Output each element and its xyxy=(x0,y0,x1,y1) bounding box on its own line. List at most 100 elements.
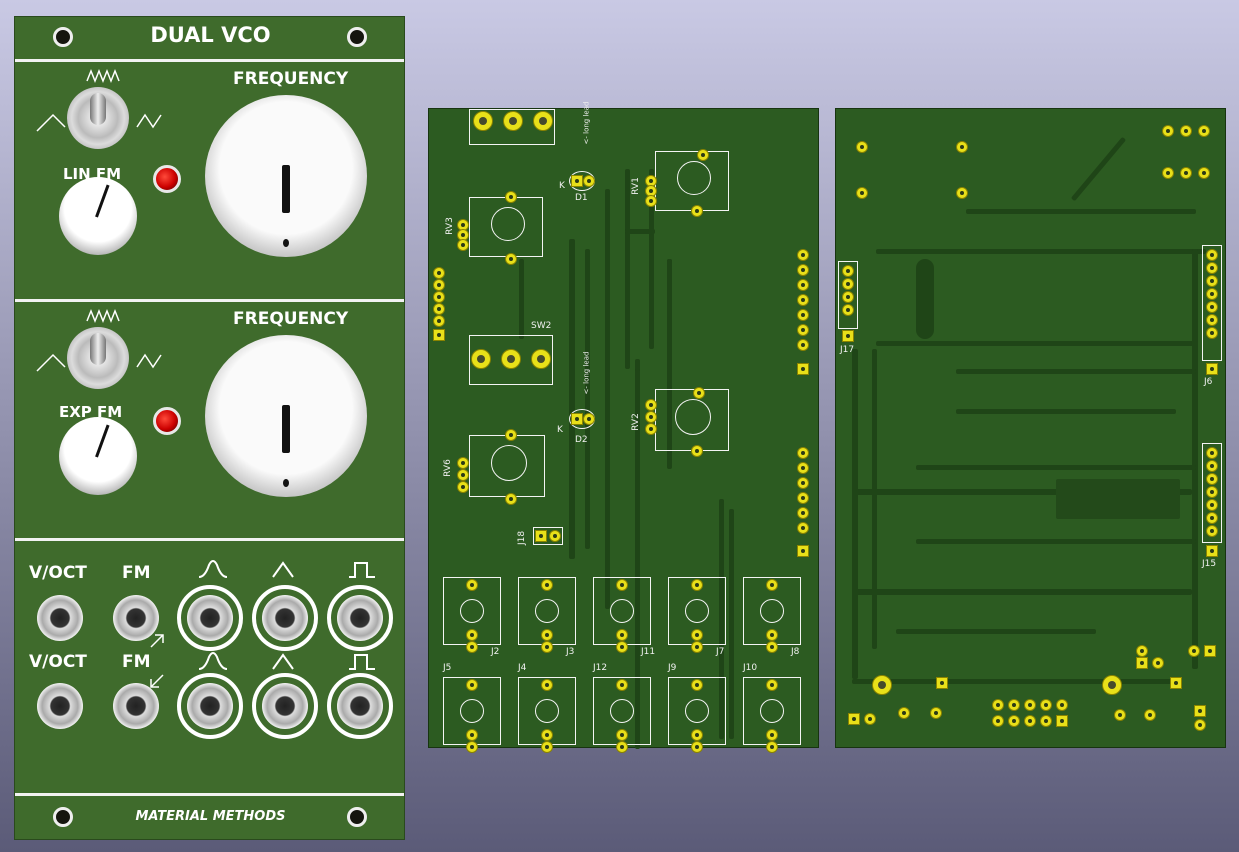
output-wave-icons-2 xyxy=(198,652,375,670)
jack-footprint-label: J12 xyxy=(593,663,608,673)
waveform-select-icons-1 xyxy=(36,68,162,132)
solder-pad xyxy=(466,579,478,591)
solder-pad xyxy=(541,579,553,591)
mounting-hole xyxy=(53,27,73,47)
divider xyxy=(15,538,404,541)
solder-pad xyxy=(541,641,553,653)
solder-pad xyxy=(691,679,703,691)
waveform-toggle-2[interactable] xyxy=(67,327,129,389)
triangle-out-jack-1[interactable] xyxy=(252,585,318,651)
jack-footprint-ring xyxy=(460,599,484,623)
pcb-back: J17 J6 J15 xyxy=(835,108,1226,748)
solder-pad xyxy=(541,729,553,741)
mounting-hole xyxy=(347,807,367,827)
mounting-hole xyxy=(53,807,73,827)
divider xyxy=(15,59,404,62)
frequency-knob-1[interactable] xyxy=(205,95,367,257)
divider xyxy=(15,299,404,302)
solder-pad xyxy=(616,679,628,691)
fm-label-2: FM xyxy=(122,652,151,672)
jack-footprint-ring xyxy=(760,699,784,723)
voct-jack-2[interactable] xyxy=(37,683,83,729)
square-out-jack-2[interactable] xyxy=(327,673,393,739)
brand-footer: MATERIAL METHODS xyxy=(135,809,286,824)
solder-pad xyxy=(616,579,628,591)
header-footprint-j18 xyxy=(533,527,563,545)
sine-out-jack-2[interactable] xyxy=(177,673,243,739)
jack-footprint-ring xyxy=(685,599,709,623)
pcb-front: <- long lead K D1 RV1 RV3 SW2 <- long le… xyxy=(428,102,819,753)
waveform-select-icons-2 xyxy=(36,308,162,372)
voct-jack-1[interactable] xyxy=(37,595,83,641)
jack-footprint-label: J8 xyxy=(791,647,800,657)
jack-footprint-ring xyxy=(610,599,634,623)
jack-footprint-ring xyxy=(535,699,559,723)
solder-pad xyxy=(616,641,628,653)
fm-normal-arrows xyxy=(150,634,164,688)
jack-footprint-ring xyxy=(685,699,709,723)
solder-pad xyxy=(766,629,778,641)
jack-footprint-label: J7 xyxy=(716,647,725,657)
jack-footprint-ring xyxy=(760,599,784,623)
fm-jack-1[interactable] xyxy=(113,595,159,641)
solder-pad xyxy=(691,641,703,653)
header-outline-j15 xyxy=(1202,443,1222,543)
solder-pad xyxy=(691,579,703,591)
solder-pad xyxy=(541,679,553,691)
jack-footprint-label: J11 xyxy=(641,647,656,657)
triangle-out-jack-2[interactable] xyxy=(252,673,318,739)
switch-outline xyxy=(469,109,555,145)
fm-jack-2[interactable] xyxy=(113,683,159,729)
solder-pad xyxy=(691,629,703,641)
sine-out-jack-1[interactable] xyxy=(177,585,243,651)
voct-label-1: V/OCT xyxy=(29,563,87,583)
solder-pad xyxy=(766,729,778,741)
solder-pad xyxy=(691,729,703,741)
led-indicator-2 xyxy=(153,407,181,435)
solder-pad xyxy=(766,741,778,753)
jack-footprint-label: J10 xyxy=(743,663,758,673)
frequency-label-1: FREQUENCY xyxy=(233,69,349,89)
solder-pad xyxy=(616,741,628,753)
jack-footprint-label: J4 xyxy=(518,663,527,673)
lin-fm-label: LIN FM xyxy=(63,165,122,183)
jack-footprint-label: J5 xyxy=(443,663,452,673)
header-outline-j6 xyxy=(1202,245,1222,361)
solder-pad xyxy=(466,641,478,653)
solder-pad xyxy=(466,629,478,641)
led-indicator-1 xyxy=(153,165,181,193)
jack-footprint-ring xyxy=(535,599,559,623)
mounting-hole xyxy=(347,27,367,47)
header-outline-j17 xyxy=(838,261,858,329)
fm-label-1: FM xyxy=(122,563,151,583)
switch-footprint-sw2 xyxy=(469,335,553,385)
panel-title: DUAL VCO xyxy=(150,23,271,47)
divider xyxy=(15,793,404,796)
exp-fm-knob[interactable] xyxy=(59,417,137,495)
voct-label-2: V/OCT xyxy=(29,652,87,672)
solder-pad xyxy=(541,741,553,753)
frequency-knob-2[interactable] xyxy=(205,335,367,497)
jack-footprint-label: J9 xyxy=(668,663,677,673)
exp-fm-label: EXP FM xyxy=(59,403,123,421)
solder-pad xyxy=(766,679,778,691)
jack-footprint-ring xyxy=(610,699,634,723)
solder-pad xyxy=(766,641,778,653)
solder-pad xyxy=(691,741,703,753)
jack-footprint-label: J3 xyxy=(566,647,575,657)
solder-pad xyxy=(466,741,478,753)
jack-footprint-ring xyxy=(460,699,484,723)
output-wave-icons-1 xyxy=(198,560,375,578)
solder-pad xyxy=(466,729,478,741)
front-panel: DUAL VCO FREQUENCY LIN FM FREQUENCY EXP … xyxy=(14,16,405,840)
solder-pad xyxy=(616,729,628,741)
waveform-toggle-1[interactable] xyxy=(67,87,129,149)
solder-pad xyxy=(541,629,553,641)
solder-pad xyxy=(616,629,628,641)
jack-footprint-label: J2 xyxy=(491,647,500,657)
solder-pad xyxy=(466,679,478,691)
frequency-label-2: FREQUENCY xyxy=(233,309,349,329)
square-out-jack-1[interactable] xyxy=(327,585,393,651)
lin-fm-knob[interactable] xyxy=(59,177,137,255)
solder-pad xyxy=(766,579,778,591)
